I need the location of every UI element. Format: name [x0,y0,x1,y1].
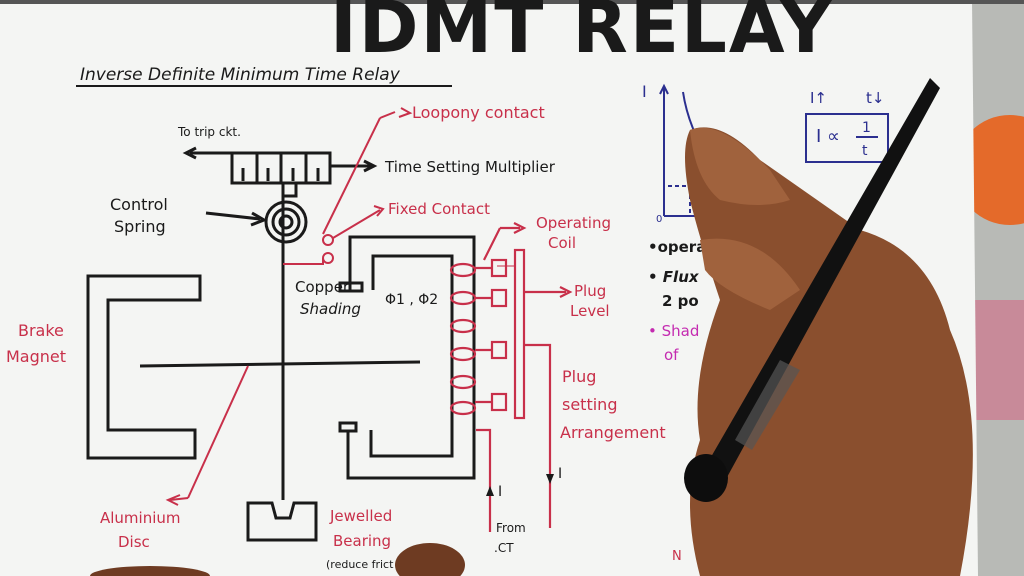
flux-phi-label: Φ1 , Φ2 [385,292,438,308]
plug-setting-label-3: Arrangement [560,423,666,442]
plug-level-label-2: Level [570,302,610,320]
brake-magnet-label-1: Brake [18,321,64,340]
brake-magnet-label-2: Magnet [6,347,66,366]
current-out-arrow [546,474,554,484]
formula-denominator: t [862,143,868,159]
jewelled-bearing-note: (reduce frict [326,558,394,571]
current-in-label: I [498,484,502,500]
title-text: IDMT RELAY [330,0,834,69]
control-spring-label-2: Spring [114,217,166,236]
top-edge [0,0,1024,4]
formula-box [805,113,889,163]
formula-lhs: I ∝ [816,126,840,147]
aluminium-disc-label-1: Aluminium [100,509,181,527]
operating-coil-label-1: Operating [536,214,611,232]
graph-y-label: I [642,82,647,101]
hand-with-pen [684,78,973,576]
packaging-strip [968,0,1024,576]
note-2-poles: 2 po [662,292,699,310]
plug-setting-label-2: setting [562,395,617,414]
graph-origin: 0 [656,214,662,225]
pink-print [975,300,1024,420]
contacts [283,107,413,265]
operating-coil-label-2: Coil [548,234,576,252]
from-ct-label-1: From [496,521,526,535]
to-trip-label: To trip ckt. [177,125,241,139]
fixed-contact-label: Fixed Contact [388,200,490,218]
finger-tip [395,543,465,576]
copper-shading-label-2: Shading [300,300,361,318]
note-of: of [664,346,679,364]
aluminium-disc [139,360,421,368]
plug-level-label-1: Plug [574,282,606,300]
jewelled-bearing [246,501,318,542]
spindle [205,183,308,500]
copper-shading-label-1: Copper [295,278,350,296]
subtitle-text: Inverse Definite Minimum Time Relay [80,65,401,85]
trend-time-down: t↓ [866,89,884,107]
finger-edge [90,566,210,576]
from-ct-label-2: .CT [494,541,514,555]
loop-contact-label: Loopony contact [412,103,545,122]
jewelled-bearing-label-2: Bearing [333,532,391,550]
operating-coil [449,222,573,532]
tsm-label: Time Setting Multiplier [384,158,556,176]
note-flux: • Flux [648,268,700,286]
brake-magnet [86,274,202,460]
current-out-label: I [558,466,562,482]
note-n: N [672,549,682,564]
current-in-arrow [486,486,494,496]
trend-current-up: I↑ [810,89,827,107]
aluminium-disc-label-2: Disc [118,533,150,551]
plug-setting-label-1: Plug [562,367,596,386]
time-setting-multiplier [182,146,378,185]
note-shading: • Shad [648,322,699,340]
formula-numerator: 1 [862,120,871,136]
control-spring-label-1: Control [110,195,168,214]
disc-pointer [165,365,249,506]
jewelled-bearing-label-1: Jewelled [329,507,392,525]
